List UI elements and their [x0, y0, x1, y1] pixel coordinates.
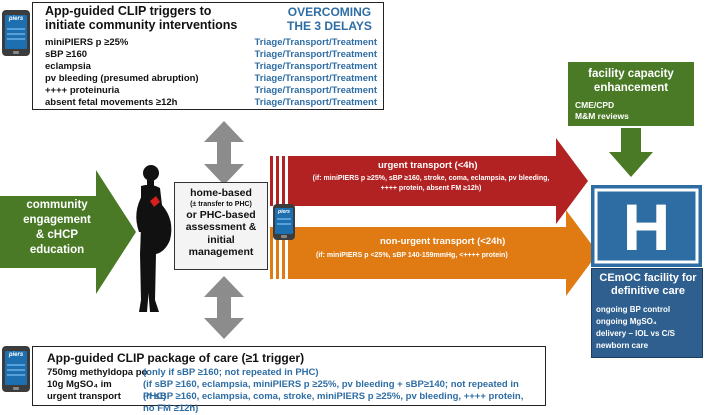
facility-capacity-box: facility capacity enhancement CME/CPD M&… — [568, 62, 694, 126]
pregnant-woman-icon — [136, 165, 172, 312]
community-engagement-arrow — [0, 170, 136, 294]
trigger-row: miniPIERS p ≥25% Triage/Transport/Treatm… — [45, 37, 377, 48]
phone-icon: piers — [2, 346, 30, 392]
facility-down-arrow — [609, 128, 653, 177]
package-of-care-title: App-guided CLIP package of care (≥1 trig… — [47, 351, 305, 365]
urgent-transport-arrow — [270, 138, 588, 224]
overcoming-delays-heading: OVERCOMING THE 3 DELAYS — [287, 5, 372, 33]
phone-icon: piers — [273, 204, 295, 240]
cemoc-item: newborn care — [596, 341, 649, 350]
trigger-row: ++++ proteinuria Triage/Transport/Treatm… — [45, 85, 377, 96]
cemoc-item: delivery – IOL vs C/S — [596, 329, 676, 338]
urgent-transport-detail: (if: miniPIERS p ≥25%, sBP ≥160, stroke,… — [312, 175, 550, 192]
cemoc-title: CEmOC facility for definitive care — [599, 272, 697, 297]
bottom-double-arrow — [204, 276, 244, 339]
hospital-icon: H — [591, 185, 702, 267]
facility-item: M&M reviews — [575, 111, 629, 121]
top-double-arrow — [204, 121, 244, 185]
phone-icon: piers — [2, 10, 30, 56]
cemoc-facility-box: CEmOC facility for definitive care ongoi… — [591, 268, 703, 358]
package-row: urgent transport (if sBP ≥160, eclampsia… — [47, 391, 524, 414]
triggers-title: App-guided CLIP triggers to initiate com… — [45, 4, 238, 32]
facility-item: CME/CPD — [575, 100, 615, 110]
triggers-box: App-guided CLIP triggers to initiate com… — [32, 2, 384, 110]
trigger-row: pv bleeding (presumed abruption) Triage/… — [45, 73, 377, 84]
trigger-row: eclampsia Triage/Transport/Treatment — [45, 61, 377, 72]
non-urgent-transport-detail: (if: miniPIERS p <25%, sBP 140-159mmHg, … — [316, 252, 508, 259]
phone-logo-text: piers — [8, 352, 24, 358]
package-row: 10g MgSO₄ im (if sBP ≥160, eclampsia, mi… — [47, 379, 519, 402]
assessment-box: home-based (± transfer to PHC) or PHC-ba… — [174, 182, 268, 270]
phone-logo-text: piers — [8, 16, 24, 22]
phone-logo-text: piers — [278, 209, 290, 215]
hospital-letter: H — [623, 190, 671, 264]
package-row: 750mg methyldopa po (only if sBP ≥160; n… — [47, 367, 319, 378]
trigger-row: absent fetal movements ≥12h Triage/Trans… — [45, 97, 377, 108]
cemoc-item: ongoing BP control — [596, 305, 671, 314]
non-urgent-transport-arrow — [270, 210, 598, 296]
urgent-transport-title: urgent transport (<4h) — [378, 160, 478, 171]
facility-capacity-title: facility capacity enhancement — [588, 68, 674, 94]
cemoc-item: ongoing MgSO₄ — [596, 317, 657, 326]
trigger-row: sBP ≥160 Triage/Transport/Treatment — [45, 49, 377, 60]
community-engagement-label: community engagement & cHCP education — [23, 199, 91, 256]
package-of-care-box: App-guided CLIP package of care (≥1 trig… — [32, 346, 546, 414]
non-urgent-transport-title: non-urgent transport (<24h) — [380, 236, 506, 247]
